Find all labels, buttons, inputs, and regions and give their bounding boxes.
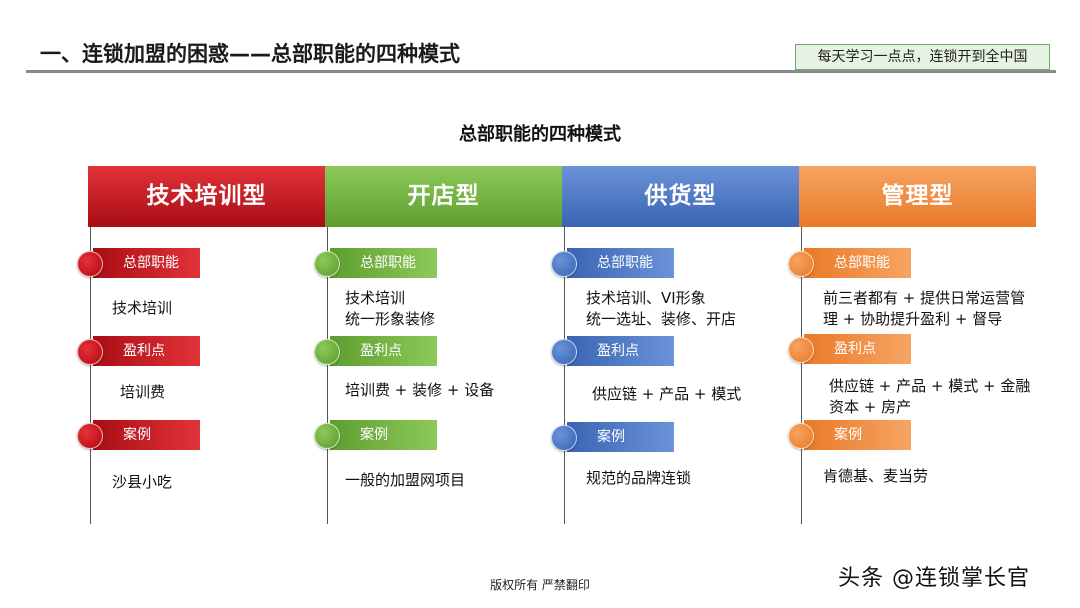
bullet-dot-icon [788,423,814,449]
connector-line [564,227,565,524]
content-line: 统一选址、装修、开店 [586,310,737,328]
content-line: 一般的加盟网项目 [345,471,466,489]
label-case: 案例 [314,420,437,450]
bullet-dot-icon [551,425,577,451]
connector-line [327,227,328,524]
column-supply: 供货型 总部职能 技术培训、VI形象 统一选址、装修、开店 盈利点 供应链 + … [551,166,799,556]
function-text: 技术培训 [112,298,349,319]
label-profit: 盈利点 [77,336,200,366]
profit-text: 培训费 + 装修 + 设备 [345,380,582,401]
content-line: 沙县小吃 [112,473,173,491]
bullet-dot-icon [314,423,340,449]
label-bar: 案例 [330,420,437,450]
bullet-dot-icon [77,251,103,277]
bullet-dot-icon [551,251,577,277]
profit-text: 供应链 + 产品 + 模式 [592,384,829,405]
content-line: 供应链 + 产品 + 模式 [592,385,742,403]
slide-title: 一、连锁加盟的困惑——总部职能的四种模式 [40,42,460,66]
column-header: 开店型 [325,166,562,227]
content-line: 理 + 协助提升盈利 + 督导 [823,310,1003,328]
content-line: 技术培训 [345,289,406,307]
label-bar: 总部职能 [567,248,674,278]
column-management: 管理型 总部职能 前三者都有 + 提供日常运营管 理 + 协助提升盈利 + 督导… [788,166,1036,556]
case-text: 沙县小吃 [112,472,349,493]
label-case: 案例 [788,420,911,450]
content-line: 资本 + 房产 [829,398,912,416]
profit-text: 培训费 [120,382,357,403]
column-header: 技术培训型 [88,166,325,227]
label-bar: 总部职能 [93,248,200,278]
label-case: 案例 [551,422,674,452]
bullet-dot-icon [314,251,340,277]
content-line: 培训费 [120,383,166,401]
label-function: 总部职能 [788,248,911,278]
column-header: 供货型 [562,166,799,227]
content-line: 供应链 + 产品 + 模式 + 金融 [829,377,1031,395]
bullet-dot-icon [788,337,814,363]
case-text: 肯德基、麦当劳 [823,466,1060,487]
label-function: 总部职能 [551,248,674,278]
connector-line [90,227,91,524]
case-text: 规范的品牌连锁 [586,468,823,489]
label-bar: 案例 [567,422,674,452]
label-profit: 盈利点 [314,336,437,366]
function-text: 技术培训、VI形象 统一选址、装修、开店 [586,288,823,330]
label-bar: 总部职能 [804,248,911,278]
bullet-dot-icon [314,339,340,365]
title-rule [26,70,1056,73]
label-bar: 盈利点 [330,336,437,366]
diagram-title: 总部职能的四种模式 [459,124,621,145]
function-text: 技术培训 统一形象装修 [345,288,582,330]
label-bar: 盈利点 [804,334,911,364]
label-function: 总部职能 [314,248,437,278]
bullet-dot-icon [77,339,103,365]
label-bar: 案例 [804,420,911,450]
column-store-opening: 开店型 总部职能 技术培训 统一形象装修 盈利点 培训费 + 装修 + 设备 案… [314,166,562,556]
label-bar: 盈利点 [93,336,200,366]
bullet-dot-icon [551,339,577,365]
label-case: 案例 [77,420,200,450]
content-line: 规范的品牌连锁 [586,469,692,487]
bullet-dot-icon [77,423,103,449]
content-line: 培训费 + 装修 + 设备 [345,381,495,399]
content-line: 统一形象装修 [345,310,436,328]
bullet-dot-icon [788,251,814,277]
label-bar: 案例 [93,420,200,450]
content-line: 前三者都有 + 提供日常运营管 [823,289,1026,307]
label-bar: 盈利点 [567,336,674,366]
content-line: 技术培训、VI形象 [586,289,706,307]
watermark: 头条 @连锁掌长官 [838,566,1030,591]
label-profit: 盈利点 [788,334,911,364]
label-function: 总部职能 [77,248,200,278]
label-profit: 盈利点 [551,336,674,366]
profit-text: 供应链 + 产品 + 模式 + 金融 资本 + 房产 [829,376,1066,418]
column-header: 管理型 [799,166,1036,227]
function-text: 前三者都有 + 提供日常运营管 理 + 协助提升盈利 + 督导 [823,288,1060,330]
copyright-footer: 版权所有 严禁翻印 [490,578,590,592]
case-text: 一般的加盟网项目 [345,470,582,491]
content-line: 肯德基、麦当劳 [823,467,929,485]
content-line: 技术培训 [112,299,173,317]
connector-line [801,227,802,524]
column-technical-training: 技术培训型 总部职能 技术培训 盈利点 培训费 案例 沙县小吃 [77,166,325,556]
slogan-box: 每天学习一点点，连锁开到全中国 [795,44,1050,70]
label-bar: 总部职能 [330,248,437,278]
